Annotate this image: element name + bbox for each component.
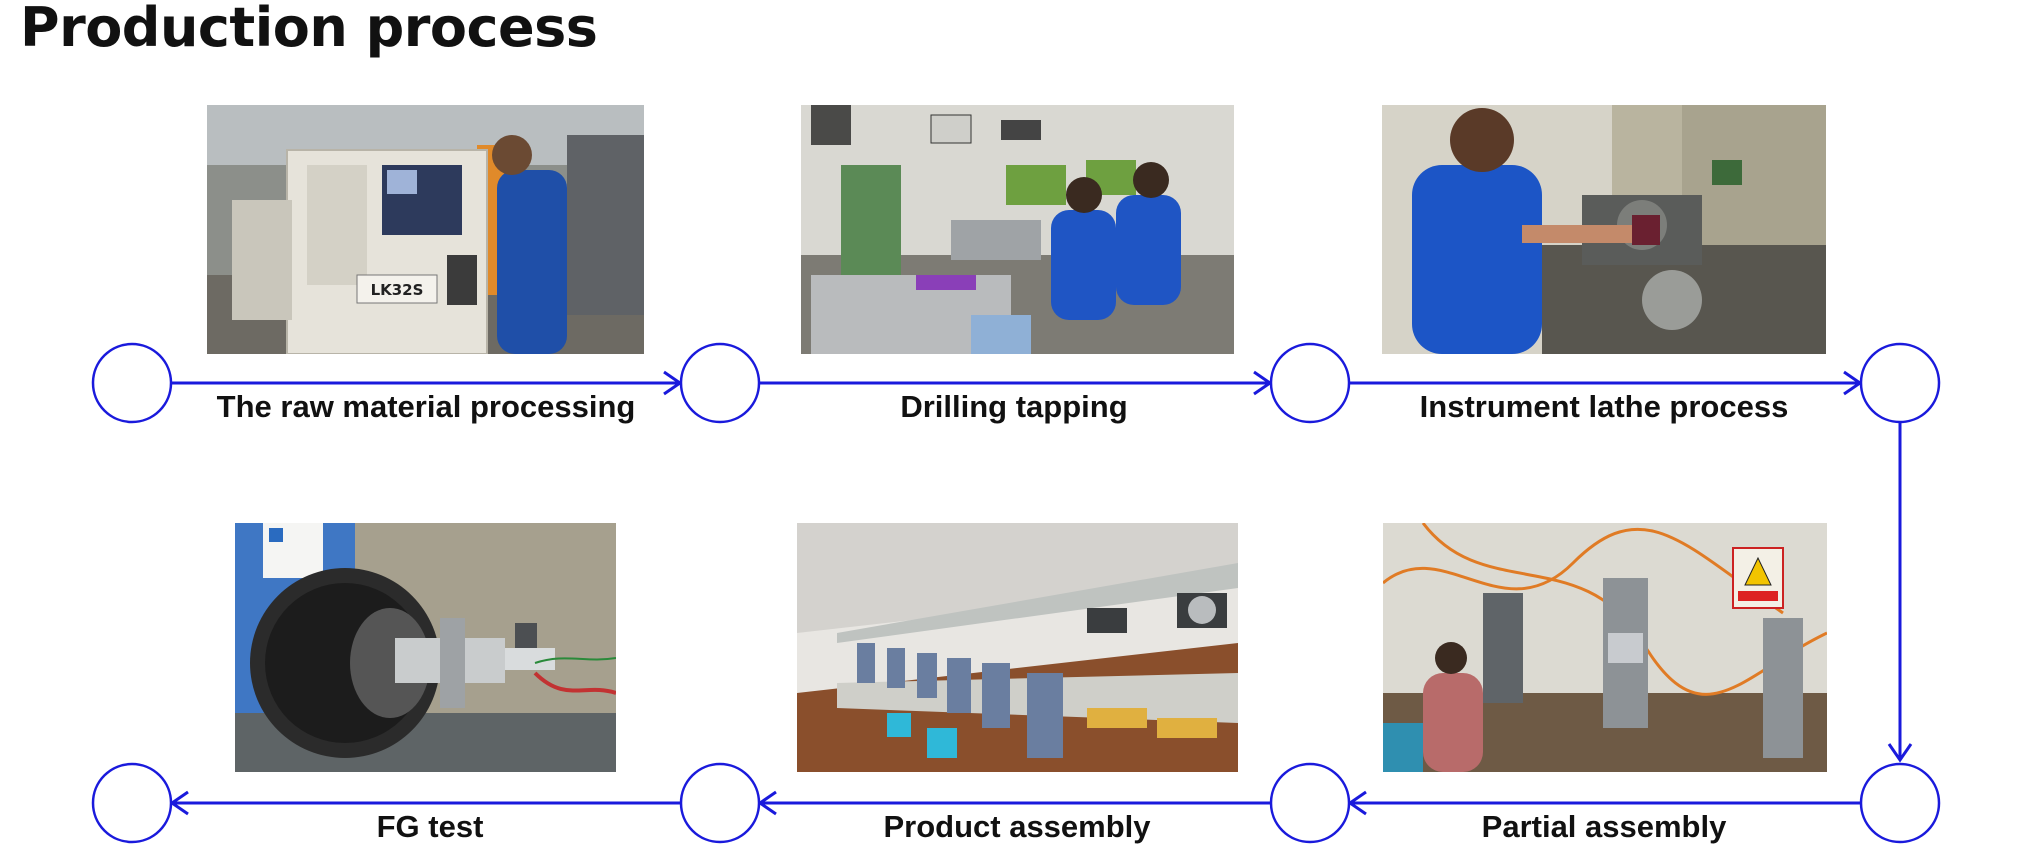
step-label-raw-material: The raw material processing xyxy=(216,389,636,424)
fg-test-rig-photo xyxy=(235,523,616,772)
drilling-workers-photo xyxy=(801,105,1234,354)
step-label-instrument-lathe: Instrument lathe process xyxy=(1419,389,1789,424)
step-label-drilling: Drilling tapping xyxy=(900,389,1128,424)
node-circle-3 xyxy=(1269,342,1351,424)
page-title: Production process xyxy=(20,0,598,59)
node-circle-8 xyxy=(91,762,173,844)
cnc-lathe-operator-photo: LK32S xyxy=(207,105,644,354)
step-label-product-assembly: Product assembly xyxy=(883,809,1151,844)
assembly-line-photo xyxy=(797,523,1238,772)
press-machines-photo xyxy=(1383,523,1827,772)
lathe-operator-photo xyxy=(1382,105,1826,354)
arrowhead-down xyxy=(1887,743,1913,763)
node-circle-5 xyxy=(1859,762,1941,844)
machine-label: LK32S xyxy=(371,281,424,299)
step-label-fg-test: FG test xyxy=(376,809,484,844)
step-label-partial-assembly: Partial assembly xyxy=(1481,809,1727,844)
node-circle-1 xyxy=(91,342,173,424)
node-circle-7 xyxy=(679,762,761,844)
node-circle-4 xyxy=(1859,342,1941,424)
node-circle-2 xyxy=(679,342,761,424)
node-circle-6 xyxy=(1269,762,1351,844)
